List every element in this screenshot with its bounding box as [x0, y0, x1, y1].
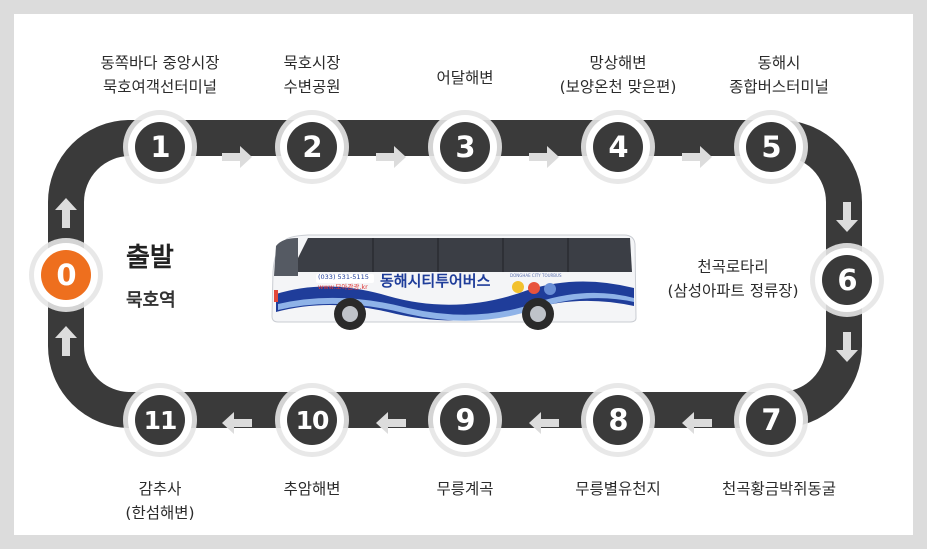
depart-title: 출발 — [126, 243, 174, 273]
stop-number: 6 — [822, 255, 872, 305]
arrow-up-icon — [55, 198, 77, 228]
stop-label-1: 동쪽바다 중앙시장 묵호여객선터미널 — [100, 51, 219, 99]
arrow-left-icon — [682, 412, 712, 434]
arrow-left-icon — [376, 412, 406, 434]
arrow-down-icon — [836, 202, 858, 232]
stop-marker-9[interactable]: 9 — [433, 388, 497, 452]
stop-label-3: 어달해변 — [436, 66, 493, 90]
stop-label-line: (한섬해변) — [125, 504, 195, 522]
stop-label-line: 추암해변 — [283, 480, 341, 498]
stop-number: 9 — [440, 395, 490, 445]
stop-label-line: 묵호여객선터미널 — [102, 78, 218, 96]
stop-label-line: 천곡황금박쥐동굴 — [721, 480, 837, 498]
arrow-up-icon — [55, 326, 77, 356]
stop-label-line: 무릉계곡 — [436, 480, 494, 498]
arrow-left-icon — [222, 412, 252, 434]
bus-name-text: 동해시티투어버스 — [380, 272, 491, 290]
stop-marker-start[interactable]: 0 — [34, 243, 98, 307]
arrow-right-icon — [682, 146, 712, 168]
stop-number: 7 — [746, 395, 796, 445]
stop-label-6: 천곡로타리 (삼성아파트 정류장) — [667, 255, 798, 303]
stop-marker-3[interactable]: 3 — [433, 115, 497, 179]
arrow-right-icon — [222, 146, 252, 168]
stop-label-line: 종합버스터미널 — [729, 78, 829, 96]
stop-label-line: 묵호시장 — [283, 54, 341, 72]
stop-number: 0 — [41, 250, 91, 300]
stop-number: 5 — [746, 122, 796, 172]
stop-marker-4[interactable]: 4 — [586, 115, 650, 179]
stop-number: 1 — [135, 122, 185, 172]
stop-marker-2[interactable]: 2 — [280, 115, 344, 179]
stop-label-7: 천곡황금박쥐동굴 — [722, 477, 836, 501]
stop-marker-1[interactable]: 1 — [128, 115, 192, 179]
stop-number: 2 — [287, 122, 337, 172]
stop-number: 8 — [593, 395, 643, 445]
stop-label-8: 무릉별유천지 — [575, 477, 661, 501]
bus-sub-text: DONGHAE CITY TOURBUS — [510, 273, 562, 278]
depart-station: 묵호역 — [126, 290, 176, 311]
stop-label-line: 천곡로타리 — [697, 258, 769, 276]
arrow-right-icon — [376, 146, 406, 168]
stop-number: 10 — [287, 395, 337, 445]
stop-marker-11[interactable]: 11 — [128, 388, 192, 452]
stop-marker-5[interactable]: 5 — [739, 115, 803, 179]
arrow-right-icon — [529, 146, 559, 168]
bus-url-text: www.모아관광.kr — [318, 282, 368, 291]
stop-label-line: 동쪽바다 중앙시장 — [100, 54, 220, 72]
stop-label-4: 망상해변 (보양온천 맞은편) — [560, 51, 677, 99]
stop-label-line: 무릉별유천지 — [575, 480, 661, 498]
stop-number: 11 — [135, 395, 185, 445]
stop-label-9: 무릉계곡 — [436, 477, 493, 501]
stop-label-line: 감추사 — [138, 480, 182, 498]
stop-marker-8[interactable]: 8 — [586, 388, 650, 452]
arrow-down-icon — [836, 332, 858, 362]
tour-bus-image: (033) 531-5115 www.모아관광.kr 동해시티투어버스 DONG… — [271, 234, 637, 330]
stop-label-line: (삼성아파트 정류장) — [667, 282, 799, 300]
stop-number: 3 — [440, 122, 490, 172]
stop-label-5: 동해시 종합버스터미널 — [729, 51, 829, 99]
stop-label-line: (보양온천 맞은편) — [559, 78, 677, 96]
stop-marker-7[interactable]: 7 — [739, 388, 803, 452]
stop-label-line: 동해시 — [757, 54, 801, 72]
stop-label-11: 감추사 (한섬해변) — [125, 477, 194, 525]
stop-label-line: 수변공원 — [283, 78, 341, 96]
bus-phone-text: (033) 531-5115 — [318, 273, 369, 281]
stop-number: 4 — [593, 122, 643, 172]
stop-marker-6[interactable]: 6 — [815, 248, 879, 312]
stop-marker-10[interactable]: 10 — [280, 388, 344, 452]
stop-label-10: 추암해변 — [283, 477, 340, 501]
stop-label-line: 망상해변 — [589, 54, 647, 72]
arrow-left-icon — [529, 412, 559, 434]
stop-label-2: 묵호시장 수변공원 — [283, 51, 340, 99]
stop-label-line: 어달해변 — [436, 69, 494, 87]
